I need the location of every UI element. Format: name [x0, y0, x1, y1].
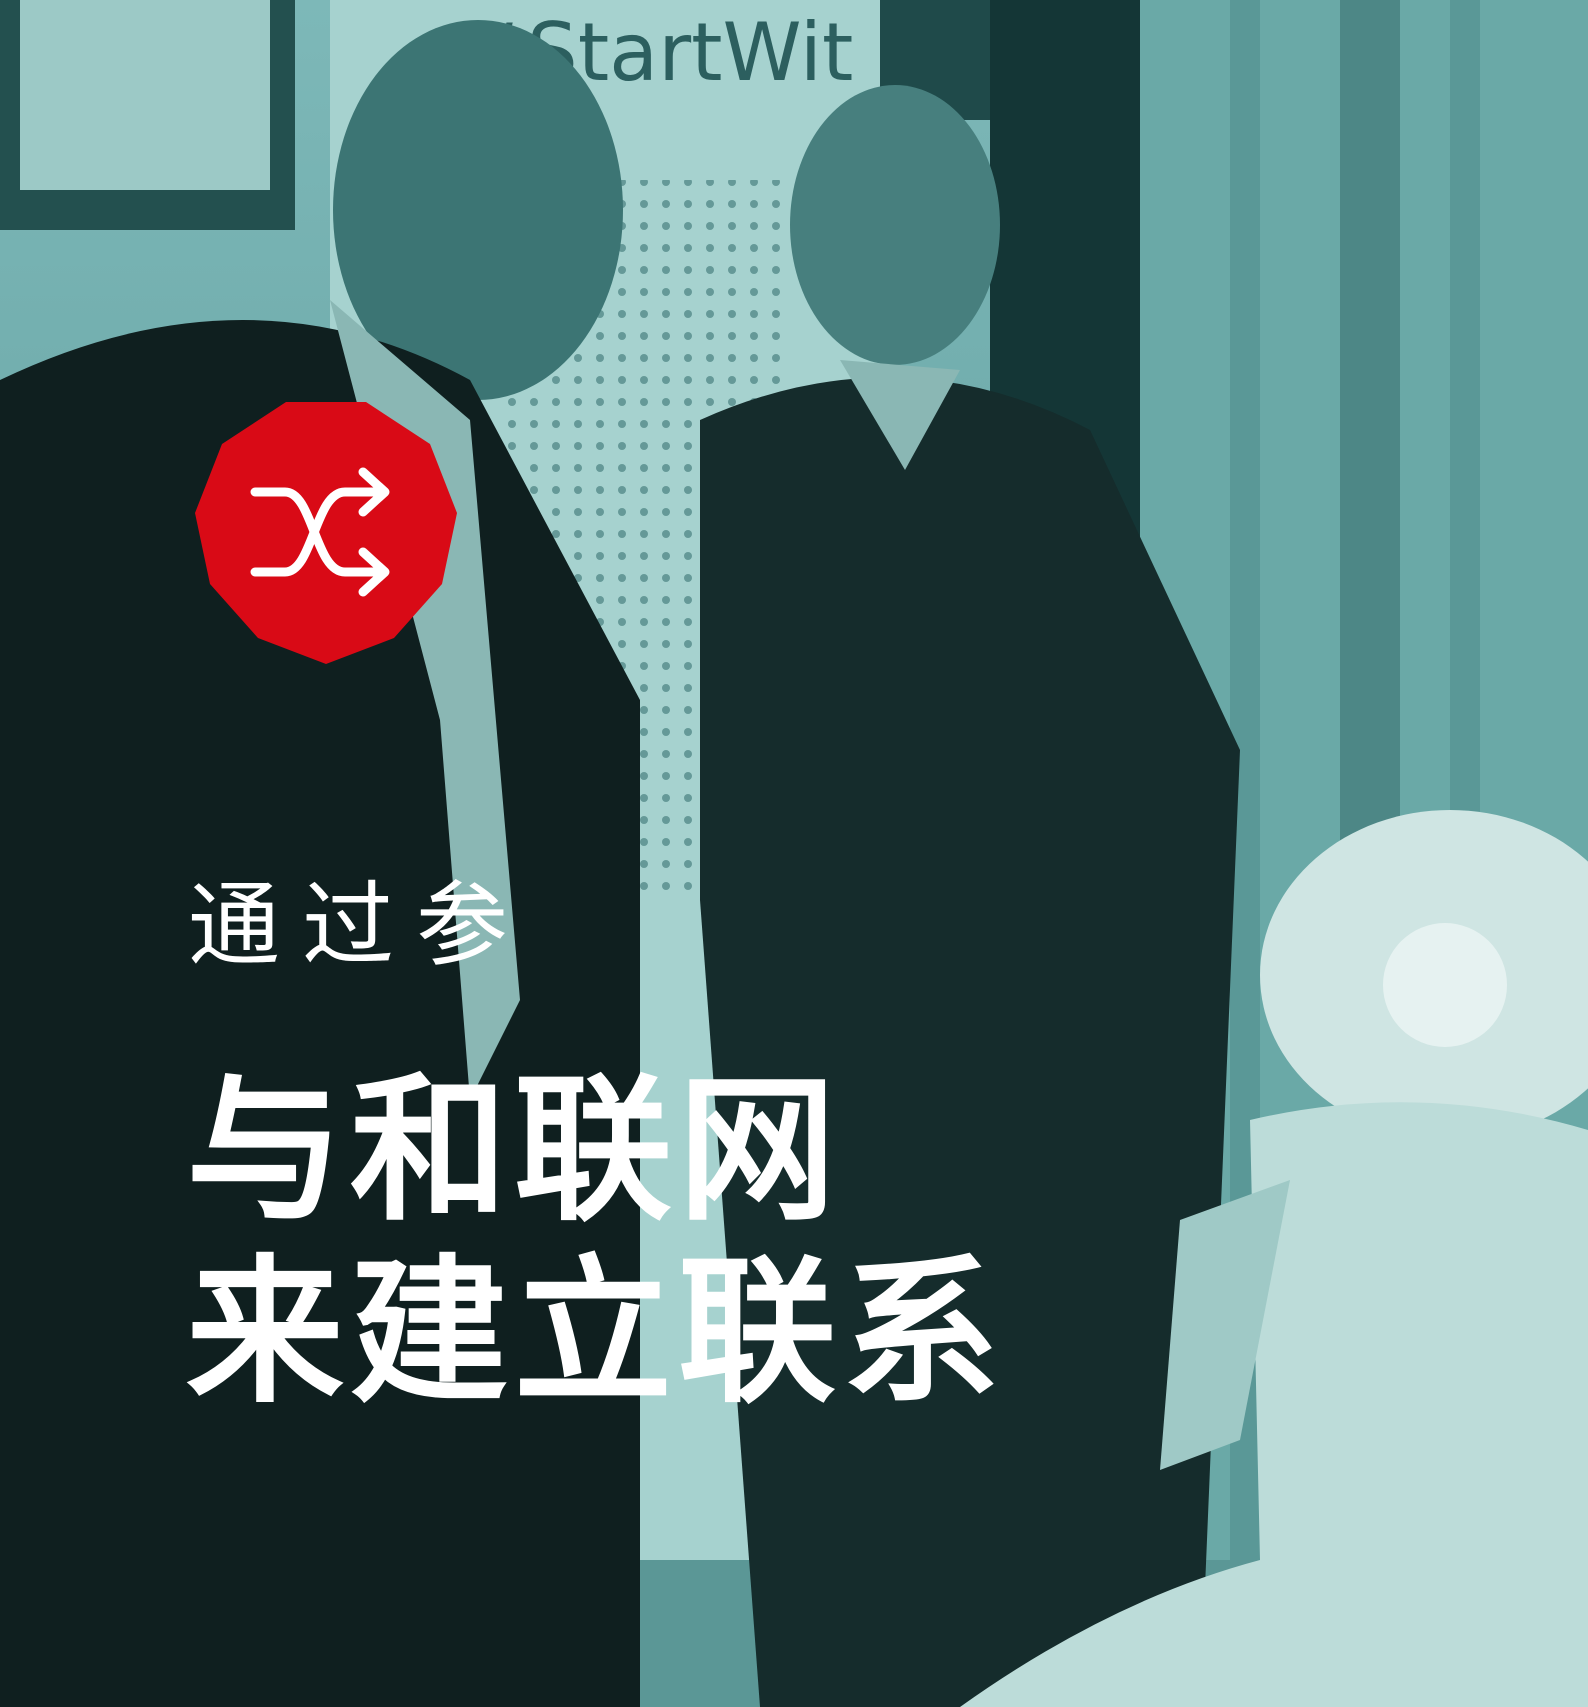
shuffle-icon — [195, 402, 457, 664]
headline: 与和联网 来建立联系 — [186, 1060, 1006, 1424]
shuffle-badge — [193, 400, 459, 666]
subtitle: 通过参 — [188, 872, 531, 979]
headline-line-1: 与和联网 — [186, 1059, 842, 1243]
headline-line-2: 来建立联系 — [186, 1241, 1006, 1425]
